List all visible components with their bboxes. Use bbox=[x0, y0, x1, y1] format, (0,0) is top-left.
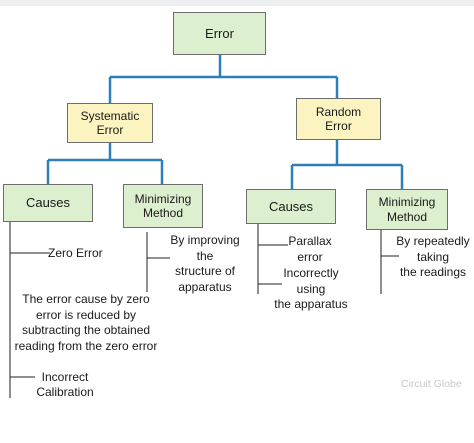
systematic-error-node: Systematic Error bbox=[67, 103, 153, 143]
error-root-node: Error bbox=[173, 12, 266, 55]
sys-min-label-line2: Method bbox=[142, 206, 184, 220]
zero-error-description: The error cause by zero error is reduced… bbox=[14, 292, 158, 353]
incorrectly-using-text: Incorrectly using the apparatus bbox=[274, 266, 348, 312]
random-label-line1: Random bbox=[315, 104, 362, 119]
parallax-error-text: Parallax error bbox=[288, 234, 332, 264]
systematic-minimizing-node: Minimizing Method bbox=[123, 184, 203, 228]
systematic-causes-label: Causes bbox=[25, 195, 71, 211]
error-root-label: Error bbox=[205, 25, 234, 41]
systematic-causes-node: Causes bbox=[3, 184, 93, 222]
random-label-line2: Error bbox=[325, 119, 352, 133]
sys-min-label-line1: Minimizing bbox=[134, 191, 192, 206]
systematic-label-line1: Systematic bbox=[80, 108, 140, 123]
random-causes-node: Causes bbox=[246, 189, 336, 224]
top-strip bbox=[0, 0, 474, 6]
repeated-readings-text: By repeatedly taking the readings bbox=[396, 234, 470, 280]
rnd-min-label-line2: Method bbox=[386, 209, 428, 224]
random-error-node: Random Error bbox=[296, 98, 381, 140]
watermark-text: Circuit Globe bbox=[401, 378, 462, 390]
incorrect-calibration-text: Incorrect Calibration bbox=[36, 370, 94, 399]
improving-structure-text: By improving the structure of apparatus bbox=[170, 233, 240, 294]
zero-error-text: Zero Error bbox=[48, 246, 103, 260]
random-causes-label: Causes bbox=[268, 198, 314, 214]
systematic-label-line2: Error bbox=[96, 123, 124, 137]
rnd-min-label-line1: Minimizing bbox=[378, 195, 436, 210]
random-minimizing-node: Minimizing Method bbox=[366, 189, 448, 230]
